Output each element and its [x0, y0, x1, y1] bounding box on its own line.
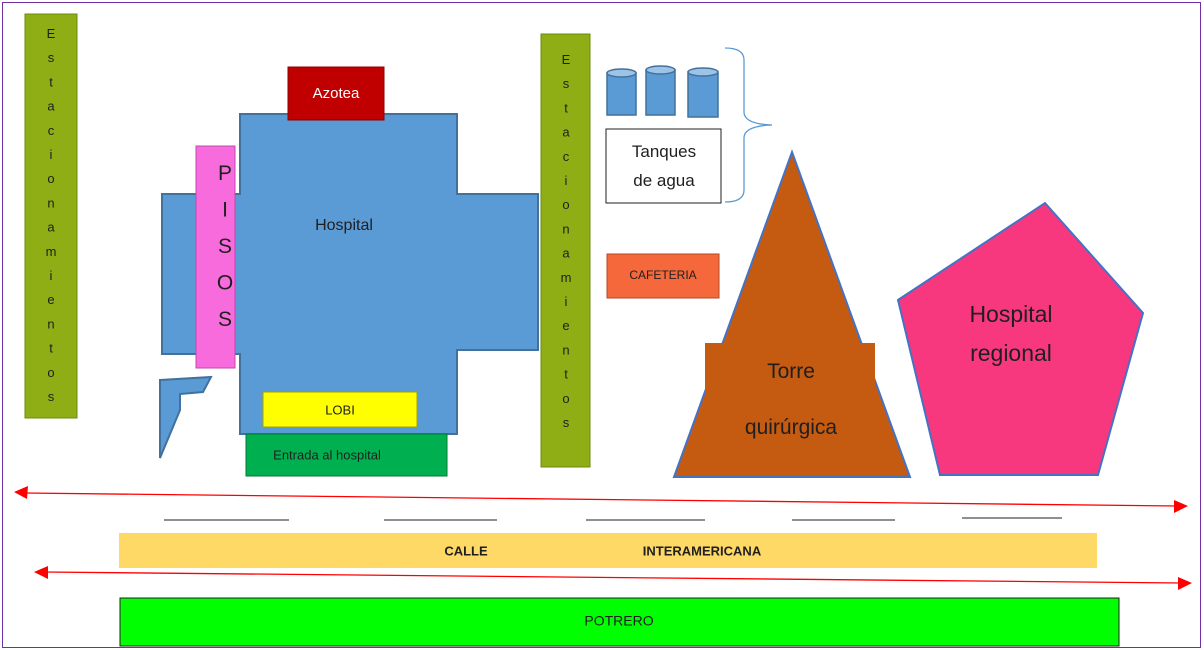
- parking-letter: n: [562, 221, 569, 236]
- azotea-block: Azotea: [287, 66, 385, 121]
- parking-letter: t: [49, 341, 53, 356]
- parking-letter: i: [50, 268, 53, 283]
- parking-letter: i: [565, 173, 568, 188]
- bottom-double-arrow: [34, 566, 1192, 590]
- tanques-label-line2: de agua: [633, 171, 695, 190]
- arrow-head-right: [1178, 577, 1192, 590]
- parking-letter: n: [47, 195, 54, 210]
- parking-letter: s: [48, 50, 55, 65]
- pisos-letter: S: [218, 235, 232, 258]
- pisos-bar: [195, 145, 236, 369]
- hospital-label: Hospital: [315, 217, 373, 234]
- parking-letter: a: [562, 246, 570, 261]
- parking-letter: o: [562, 197, 569, 212]
- lane-markings: [164, 517, 1062, 521]
- cafeteria-box: [606, 253, 720, 299]
- lobi-box: [262, 391, 418, 428]
- parking-letter: E: [47, 26, 56, 41]
- pisos-letter: S: [218, 308, 232, 331]
- parking-letter: m: [561, 270, 572, 285]
- parking-letter: t: [564, 367, 568, 382]
- torre-label-line2: quirúrgica: [745, 416, 838, 439]
- parking-letter: n: [562, 342, 569, 357]
- regional-label-line1: Hospital: [969, 301, 1052, 327]
- parking-letter: c: [563, 149, 570, 164]
- lobi-block: LOBI: [262, 391, 418, 428]
- regional-pentagon: [896, 201, 1145, 476]
- top-double-arrow: [14, 486, 1188, 513]
- parking-letter: m: [46, 244, 57, 259]
- torre-base: [705, 343, 875, 476]
- parking-letter: t: [564, 100, 568, 115]
- arrow-head-left: [34, 566, 48, 579]
- parking-letter: e: [562, 318, 569, 333]
- water-tank-icon: [645, 65, 676, 116]
- pisos-letter: O: [217, 272, 233, 295]
- parking-letter: o: [47, 365, 54, 380]
- entrada-box: [245, 433, 448, 477]
- parking-letter: e: [47, 292, 54, 307]
- parking-letter: o: [47, 171, 54, 186]
- azotea-box: [287, 66, 385, 121]
- parking-left-bar: [24, 13, 78, 419]
- parking-letter: i: [50, 147, 53, 162]
- parking-letter: s: [563, 415, 570, 430]
- tanks-brace: [724, 47, 773, 203]
- cafeteria-label: CAFETERIA: [629, 268, 696, 282]
- parking-letter: i: [565, 294, 568, 309]
- arrow-head-right: [1174, 500, 1188, 513]
- water-tank-icon: [687, 67, 719, 118]
- potrero-box: [119, 597, 1120, 647]
- entrada-label: Entrada al hospital: [273, 447, 381, 462]
- tanques-label-line1: Tanques: [632, 142, 696, 161]
- parking-letter: a: [47, 220, 55, 235]
- pisos-letter: P: [218, 162, 232, 185]
- street-bar: [119, 533, 1097, 568]
- hospital-regional: Hospital regional: [896, 201, 1145, 476]
- parking-middle-bar: [540, 33, 591, 468]
- side-ramp-shape: [159, 375, 213, 459]
- azotea-label: Azotea: [313, 85, 360, 102]
- parking-letter: s: [48, 389, 55, 404]
- hospital-building: Hospital: [161, 113, 539, 435]
- parking-letter: s: [563, 76, 570, 91]
- parking-letter: a: [47, 99, 55, 114]
- parking-letter: t: [49, 74, 53, 89]
- water-tank-icon: [606, 68, 637, 116]
- arrow-head-left: [14, 486, 28, 499]
- regional-label-line2: regional: [970, 340, 1052, 366]
- cafeteria-block: CAFETERIA: [606, 253, 720, 299]
- tanques-box: [605, 128, 722, 204]
- entrada-block: Entrada al hospital: [245, 433, 448, 477]
- lobi-label: LOBI: [325, 402, 355, 417]
- pisos-letter: I: [222, 199, 228, 222]
- parking-letter: a: [562, 125, 570, 140]
- parking-letter: c: [48, 123, 55, 138]
- torre-quirurgica: Torre quirúrgica: [672, 149, 912, 478]
- potrero-label: POTRERO: [584, 613, 653, 629]
- potrero-block: POTRERO: [119, 597, 1120, 647]
- interamericana-label: INTERAMERICANA: [643, 543, 762, 558]
- calle-interamericana: CALLE INTERAMERICANA: [119, 533, 1097, 568]
- torre-label-line1: Torre: [767, 360, 815, 383]
- hospital-cross-shape: [161, 113, 539, 435]
- water-tanks: Tanques de agua: [605, 47, 773, 204]
- parking-letter: o: [562, 391, 569, 406]
- parking-letter: n: [47, 316, 54, 331]
- parking-letter: E: [562, 52, 571, 67]
- calle-label: CALLE: [444, 543, 488, 558]
